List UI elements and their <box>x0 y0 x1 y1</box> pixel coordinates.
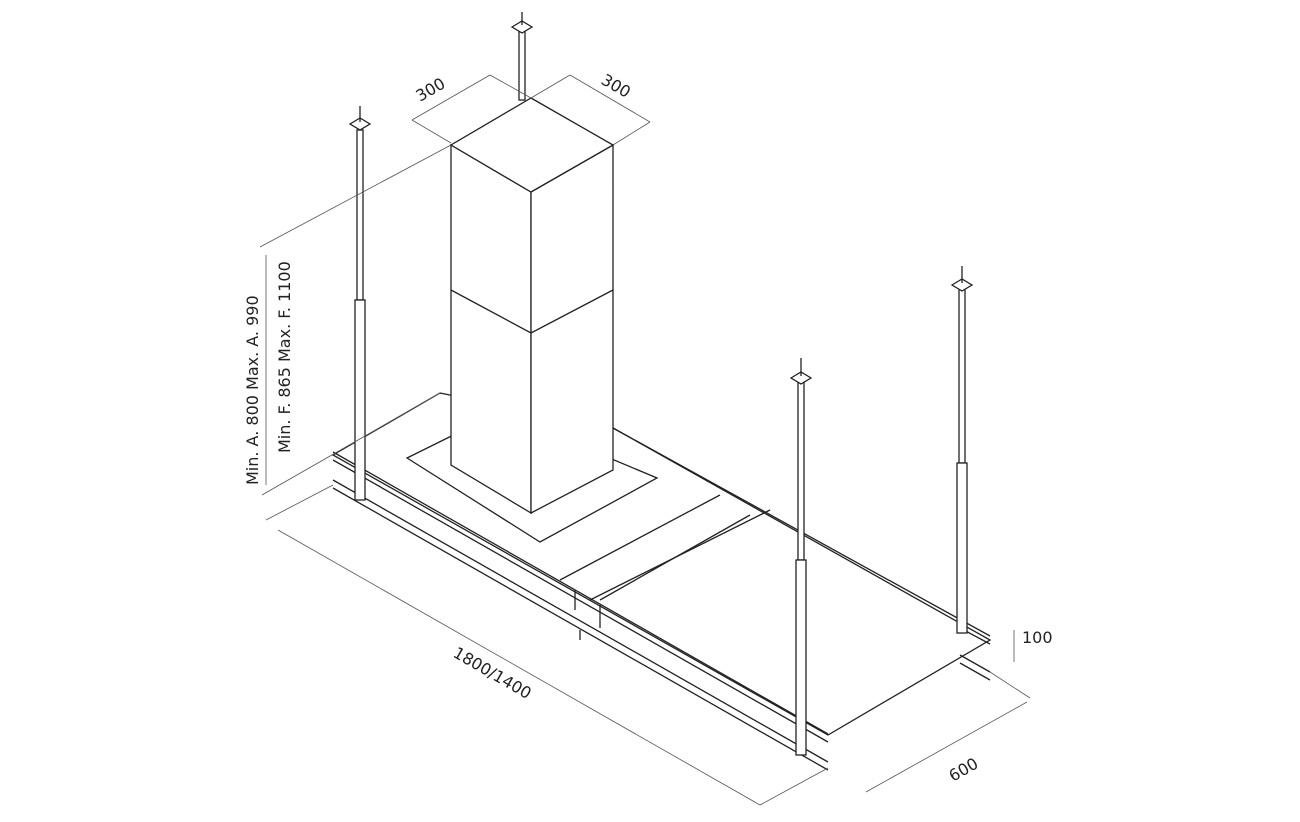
chimney <box>449 97 615 515</box>
dim-height-a: Min. A. 800 Max. A. 990 <box>243 295 262 485</box>
canopy-panel <box>331 392 992 736</box>
dim-chimney-right: 300 <box>598 70 634 102</box>
dim-offset: 100 <box>1022 628 1053 647</box>
dim-depth: 600 <box>946 754 982 786</box>
suspension-rods <box>348 12 974 756</box>
dim-chimney-left: 300 <box>413 74 449 106</box>
dim-height-f: Min. F. 865 Max. F. 1100 <box>275 261 294 453</box>
dimension-lines <box>259 74 1031 806</box>
